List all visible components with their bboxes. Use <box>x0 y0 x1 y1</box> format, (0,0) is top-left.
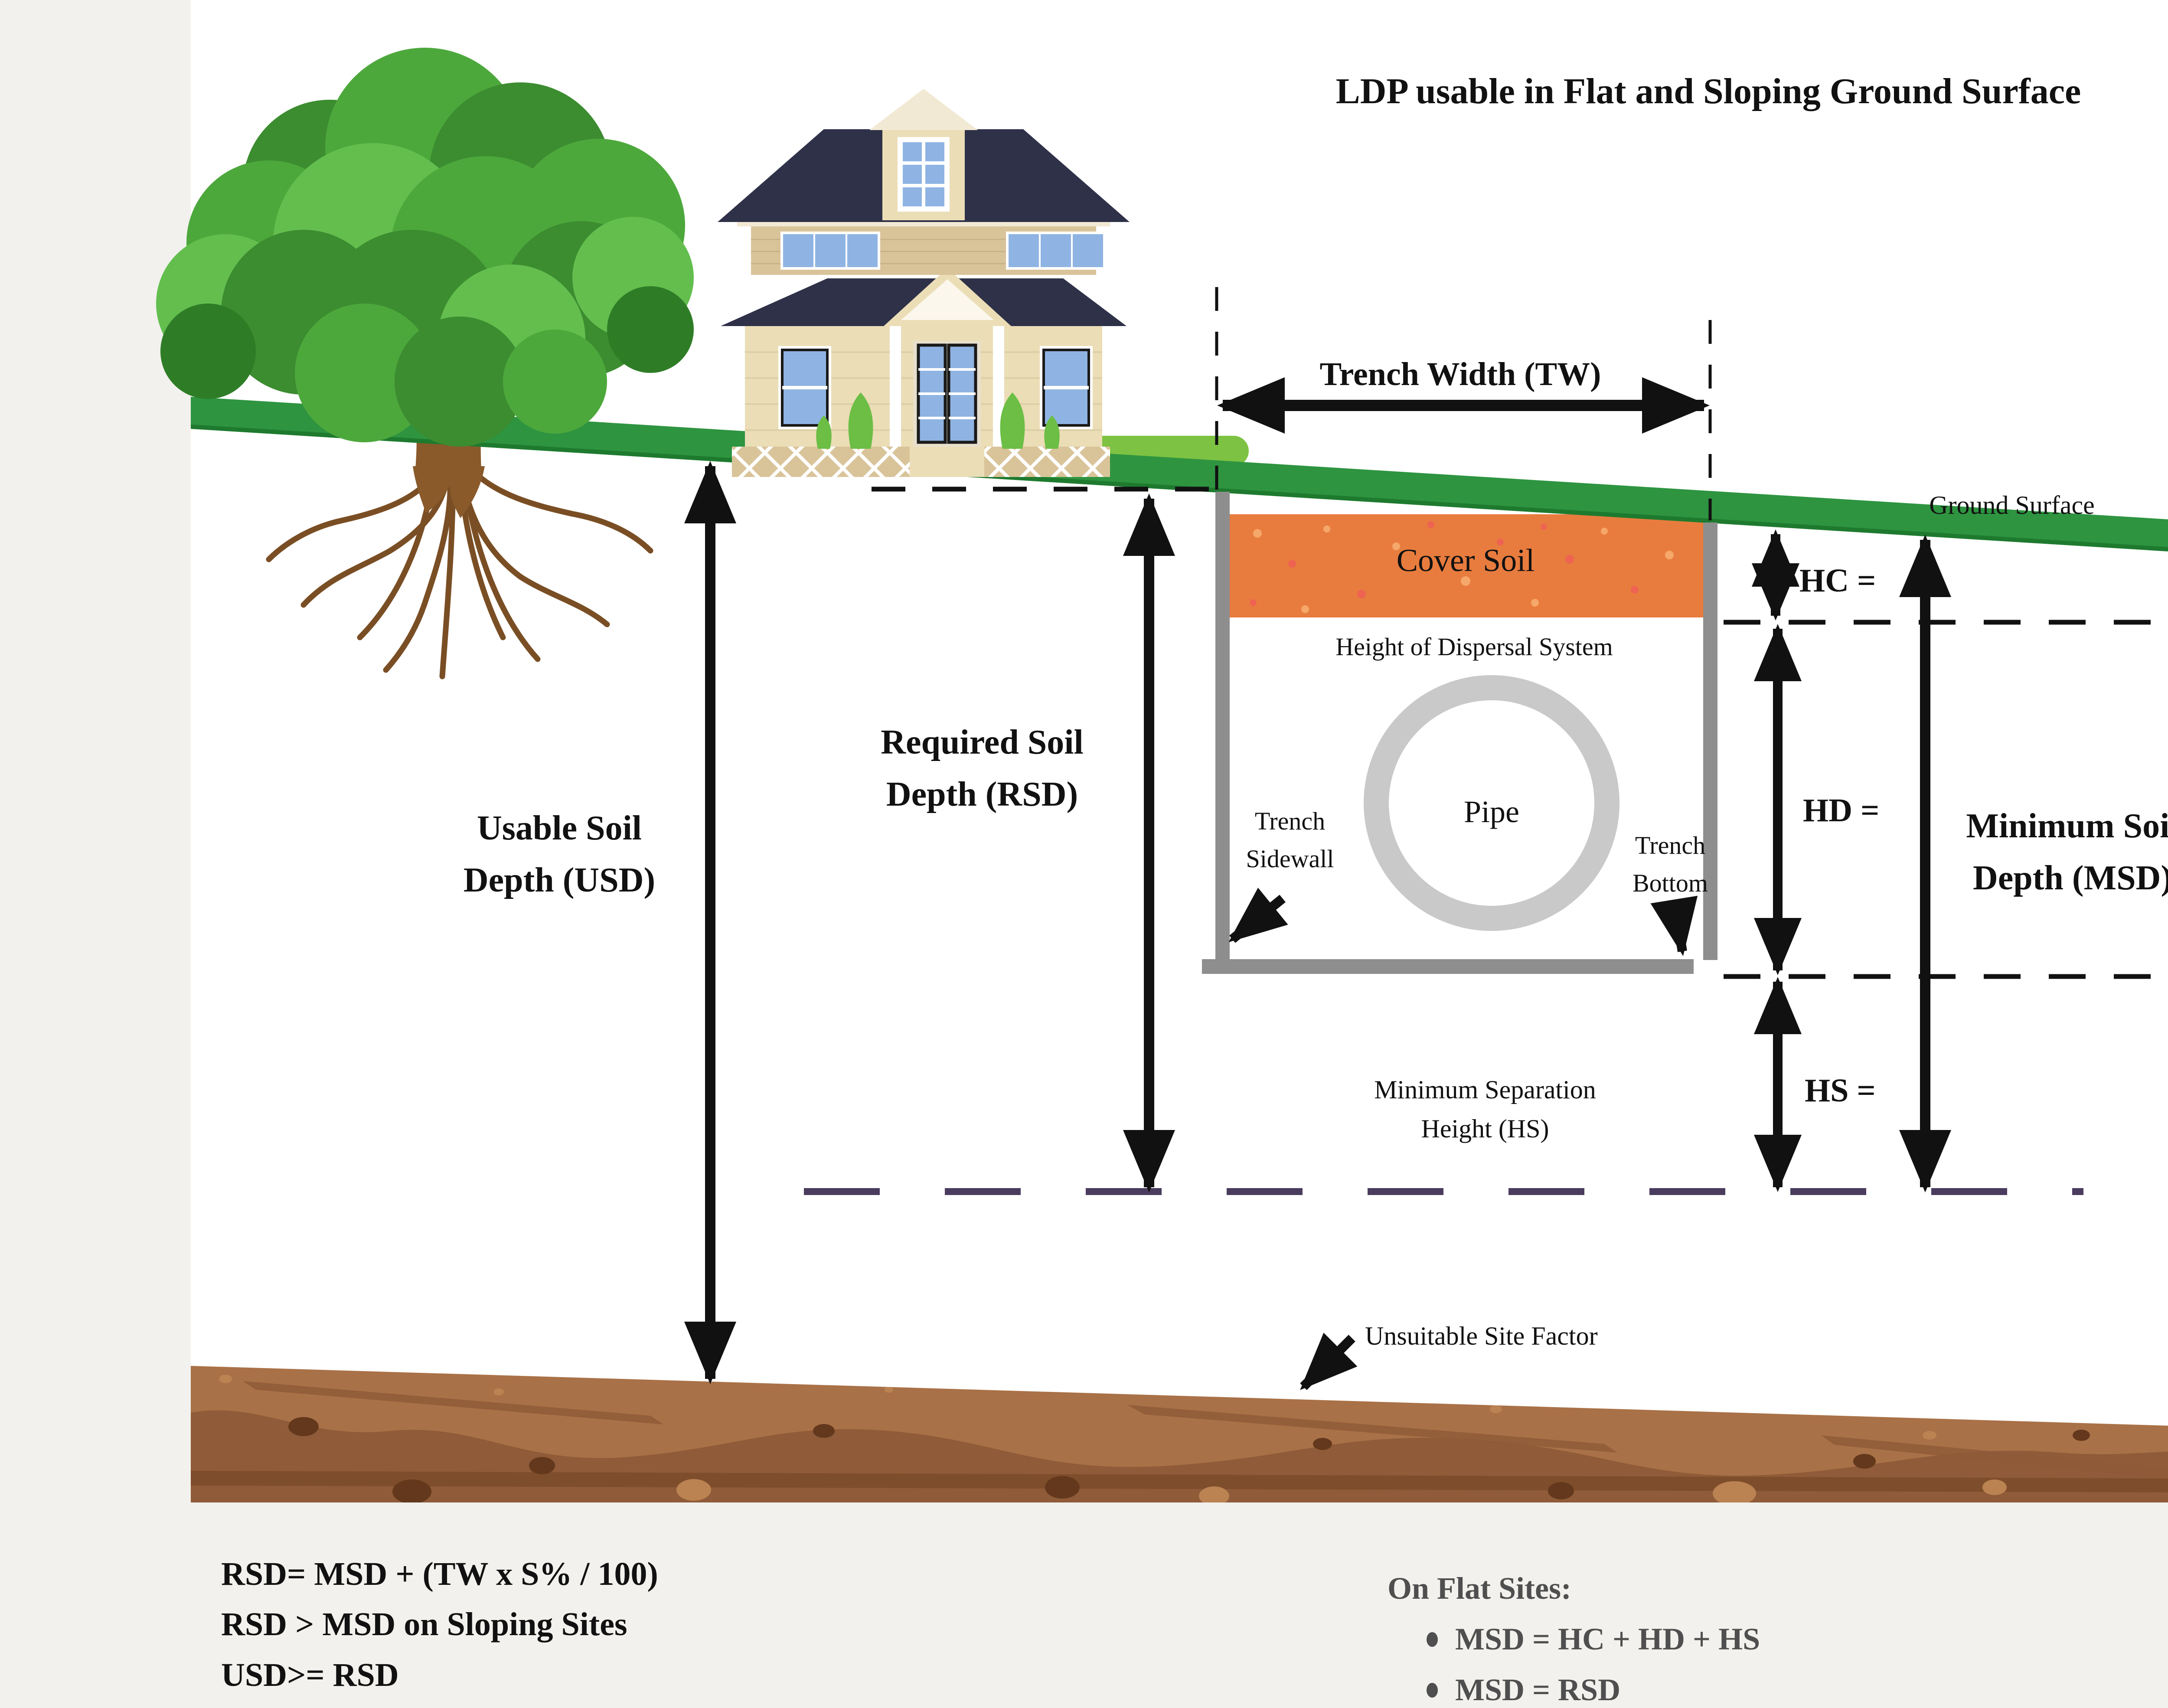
ground-surface-label: Ground Surface <box>1929 491 2095 519</box>
trench-sidewall-right <box>1703 523 1717 960</box>
unsuitable-pointer-arrow <box>1300 1332 1358 1390</box>
bush-right <box>1000 392 1025 449</box>
cover-soil-fill <box>1230 514 1703 617</box>
house <box>718 89 1130 477</box>
min-separation-label: Minimum Separation Height (HS) <box>1374 1075 1596 1143</box>
trench-bottom-bar <box>1202 959 1694 974</box>
hs-label: HS = <box>1805 1072 1876 1109</box>
trench-sidewall-left <box>1215 492 1230 960</box>
hd-label: HD = <box>1803 792 1880 829</box>
tree-foliage <box>156 48 694 447</box>
rsd-label: Required Soil Depth (RSD) <box>881 723 1084 813</box>
house-steps <box>910 447 984 477</box>
bullet-dot-icon <box>1427 1682 1438 1698</box>
bullet-dot-icon <box>1427 1632 1438 1647</box>
pipe-label: Pipe <box>1463 794 1519 829</box>
trench-bottom-pointer-arrow <box>1650 895 1698 956</box>
unsuitable-site-label: Unsuitable Site Factor <box>1365 1322 1598 1350</box>
cover-soil-label: Cover Soil <box>1396 543 1535 578</box>
ground-surface-strip <box>191 397 2168 552</box>
height-dispersal-label: Height of Dispersal System <box>1335 633 1613 661</box>
trench-sidewall-label: Trench Sidewall <box>1246 807 1334 873</box>
trench-width-label: Trench Width (TW) <box>1319 356 1601 392</box>
flat-sites-bullet-2: MSD = RSD <box>1427 1672 1760 1708</box>
tree-root-crown <box>413 466 485 518</box>
bush-left <box>848 392 873 449</box>
hc-label: HC = <box>1799 562 1876 599</box>
flat-sites-heading: On Flat Sites: <box>1388 1571 1571 1606</box>
soil-band <box>191 1366 2168 1502</box>
formula-rsd-msd: RSD > MSD on Sloping Sites <box>221 1606 627 1643</box>
flat-sites-bullet-1-text: MSD = HC + HD + HS <box>1455 1622 1760 1656</box>
flat-sites-block: On Flat Sites: MSD = HC + HD + HS MSD = … <box>1388 1571 1760 1708</box>
msd-label: Minimum Soil Depth (MSD) <box>1966 807 2168 897</box>
trench-sidewall-pointer-arrow <box>1228 888 1288 943</box>
house-pillar-left <box>890 326 901 447</box>
pipe-ring <box>1364 675 1619 931</box>
usd-label: Usable Soil Depth (USD) <box>463 809 656 899</box>
flat-sites-bullet-1: MSD = HC + HD + HS <box>1427 1621 1760 1657</box>
formula-rsd: RSD= MSD + (TW x S% / 100) <box>221 1556 658 1592</box>
footer-formulas: RSD= MSD + (TW x S% / 100) RSD > MSD on … <box>221 1549 658 1700</box>
page-title: LDP usable in Flat and Sloping Ground Su… <box>1335 71 2081 111</box>
trench-bottom-label: Trench Bottom <box>1632 831 1708 897</box>
formula-usd: USD>= RSD <box>221 1656 399 1693</box>
house-dormer-roof <box>869 89 978 130</box>
flat-sites-bullet-2-text: MSD = RSD <box>1455 1672 1621 1707</box>
